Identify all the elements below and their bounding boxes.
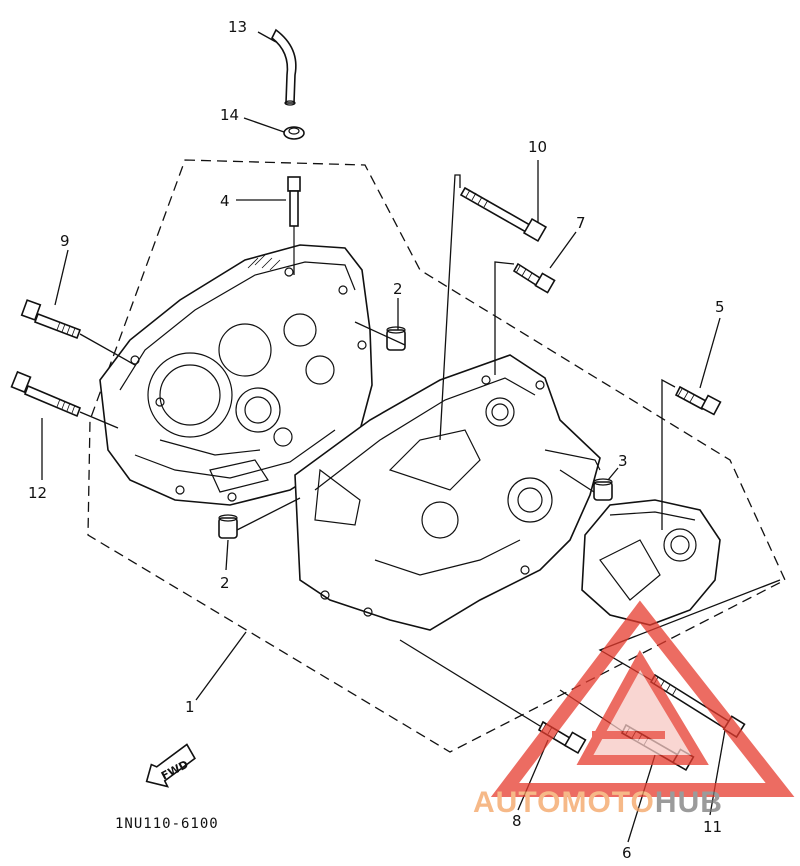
callout-14: 14 bbox=[220, 106, 239, 124]
callout-labels: 13 14 4 2 9 12 10 7 5 3 2 1 8 6 11 bbox=[28, 18, 725, 862]
right-crankcase-half bbox=[294, 354, 601, 631]
drawing-code: 1NU110-6100 bbox=[115, 816, 219, 832]
dowel-pin-upper-left bbox=[386, 326, 406, 351]
callout-12: 12 bbox=[28, 484, 47, 502]
callout-6: 6 bbox=[622, 844, 632, 862]
breather-nipple bbox=[287, 176, 301, 265]
callout-3: 3 bbox=[618, 452, 628, 470]
dowel-pin-right bbox=[593, 478, 613, 501]
watermark-triangle-logo bbox=[490, 600, 795, 797]
bolt-12 bbox=[10, 370, 82, 418]
hose-clip bbox=[283, 126, 305, 140]
watermark-hub: HUB bbox=[655, 786, 723, 819]
forward-arrow: FWD bbox=[145, 743, 196, 788]
callout-11: 11 bbox=[703, 818, 722, 836]
callout-1: 1 bbox=[185, 698, 195, 716]
bolt-7 bbox=[512, 262, 556, 294]
callout-13: 13 bbox=[228, 18, 247, 36]
callout-5: 5 bbox=[715, 298, 725, 316]
label-leaders bbox=[41, 31, 726, 843]
crankcase-assembly-outline bbox=[87, 159, 786, 753]
bolt-5 bbox=[674, 385, 722, 416]
bolt-9 bbox=[20, 299, 82, 340]
automotohub-watermark: AUTOMOTOHUB bbox=[473, 600, 795, 819]
left-crankcase-half bbox=[99, 244, 373, 506]
callout-10: 10 bbox=[528, 138, 547, 156]
callout-2-upper: 2 bbox=[393, 280, 403, 298]
callout-4: 4 bbox=[220, 192, 230, 210]
crankcase-side-cover bbox=[581, 499, 721, 626]
watermark-automoto: AUTOMOTO bbox=[473, 786, 655, 819]
bolt-10 bbox=[459, 186, 548, 243]
breather-hose bbox=[270, 28, 297, 106]
callout-9: 9 bbox=[60, 232, 70, 250]
callout-7: 7 bbox=[576, 214, 586, 232]
callout-8: 8 bbox=[512, 812, 522, 830]
dowel-pin-lower-left bbox=[218, 514, 238, 539]
watermark-text: AUTOMOTOHUB bbox=[473, 786, 723, 819]
callout-2-lower: 2 bbox=[220, 574, 230, 592]
